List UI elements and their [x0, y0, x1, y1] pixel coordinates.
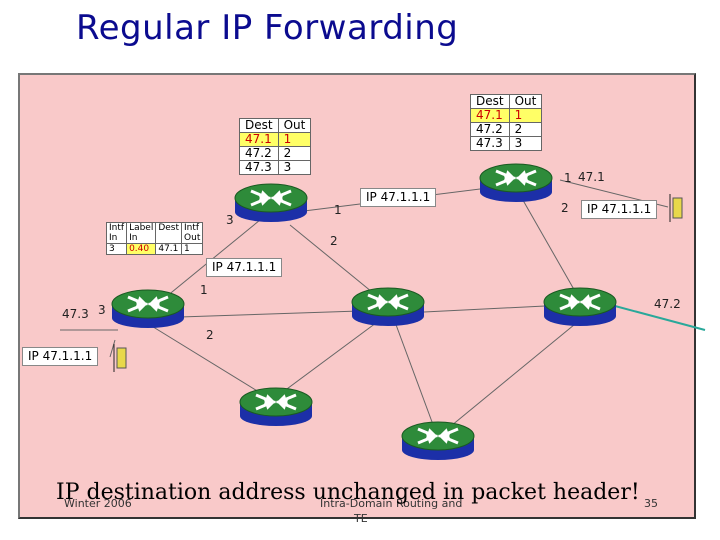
host-icon [113, 343, 127, 373]
table-header: Dest [470, 94, 510, 109]
port-label: 1 [334, 203, 342, 217]
prefix-label: 47.3 [62, 307, 89, 321]
packet-label: IP 47.1.1.1 [360, 188, 437, 207]
footer-center: Intra-Domain Routing and [320, 497, 463, 510]
table-cell: 47.1 [470, 108, 510, 123]
table-cell: 47.1 [155, 243, 183, 255]
table-cell: 1 [508, 108, 543, 123]
table-cell: 2 [277, 146, 312, 161]
table-cell: 1 [277, 132, 312, 147]
table-header: Out [508, 94, 543, 109]
packet-label: IP 47.1.1.1 [206, 258, 283, 277]
port-label: 3 [226, 213, 234, 227]
table-cell: 3 [277, 160, 312, 175]
table-cell: 2 [508, 122, 543, 137]
table-header: Dest [239, 118, 279, 133]
router-icon [233, 182, 309, 224]
prefix-label: 47.2 [654, 297, 681, 311]
packet-label: IP 47.1.1.1 [581, 200, 658, 219]
table-cell: 47.2 [470, 122, 510, 137]
router-icon [110, 288, 186, 330]
port-label: 2 [206, 328, 214, 342]
router-icon [542, 286, 618, 328]
table-cell: 47.2 [239, 146, 279, 161]
router-icon [350, 286, 426, 328]
footer-left: Winter 2006 [64, 497, 132, 510]
port-label: 1 [564, 171, 572, 185]
table-cell: 3 [105, 243, 128, 255]
table-cell: 0.40 [126, 243, 157, 255]
page-number: 35 [644, 497, 658, 510]
router-icon [238, 386, 314, 428]
footer-center-line2: TE [354, 512, 368, 525]
table-cell: 47.1 [239, 132, 279, 147]
table-header: Dest [155, 222, 183, 244]
caption: IP destination address unchanged in pack… [56, 480, 640, 505]
port-label: 1 [200, 283, 208, 297]
host-icon [669, 193, 683, 223]
router-icon [478, 162, 554, 204]
table-header: Out [277, 118, 312, 133]
slide-title: Regular IP Forwarding [76, 8, 459, 48]
table-cell: 1 [181, 243, 204, 255]
table-cell: 47.3 [239, 160, 279, 175]
prefix-label: 47.1 [578, 170, 605, 184]
port-label: 2 [330, 234, 338, 248]
port-label: 3 [98, 303, 106, 317]
packet-label: IP 47.1.1.1 [22, 347, 99, 366]
router-icon [400, 420, 476, 462]
table-cell: 47.3 [470, 136, 510, 151]
table-cell: 3 [508, 136, 543, 151]
port-label: 2 [561, 201, 569, 215]
